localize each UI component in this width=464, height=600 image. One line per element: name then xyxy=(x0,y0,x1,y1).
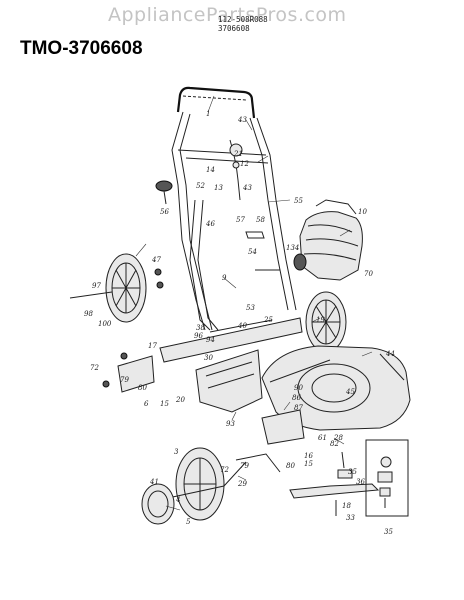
part-number-label: 97 xyxy=(92,282,101,290)
part-number-label: 94 xyxy=(206,336,215,344)
front-wheel xyxy=(167,447,247,521)
part-number-label: 100 xyxy=(98,320,112,328)
part-number-label: 72 xyxy=(220,466,229,474)
part-number-label: 15 xyxy=(160,400,169,408)
discharge-shield xyxy=(195,349,263,413)
part-number-label: 17 xyxy=(148,342,157,350)
part-number-label: 28 xyxy=(333,434,343,442)
part-number-label: 70 xyxy=(364,270,373,278)
lower-handle xyxy=(189,199,280,331)
part-number-label: 44 xyxy=(385,350,395,358)
part-number-label: 19 xyxy=(316,316,325,324)
part-number-label: 29 xyxy=(237,480,247,488)
part-number-label: 35 xyxy=(384,528,393,536)
part-number-label: 87 xyxy=(294,404,303,412)
part-number-label: 1 xyxy=(206,110,210,118)
part-number-label: 58 xyxy=(256,216,265,224)
part-number-label: 20 xyxy=(175,396,185,404)
part-number-label: 56 xyxy=(160,208,169,216)
part-number-label: 86 xyxy=(292,394,301,402)
part-number-label: 53 xyxy=(246,304,255,312)
part-number-label: 21 xyxy=(233,150,243,158)
part-number-label: 55 xyxy=(294,197,303,205)
diagram-codes: 112-508R088 3706608 xyxy=(218,15,268,33)
rear-wheel-right xyxy=(305,291,347,353)
part-number-label: 25 xyxy=(263,316,273,324)
parts-inset-box xyxy=(365,439,409,517)
part-number-label: 33 xyxy=(346,514,355,522)
part-number-label: 61 xyxy=(318,434,327,442)
rear-wheel-left xyxy=(69,253,164,323)
control-cable xyxy=(229,139,243,201)
part-number-label: 47 xyxy=(151,256,161,264)
part-number-label: 35 xyxy=(348,468,357,476)
part-number-label: 10 xyxy=(358,208,367,216)
model-number-title: TMO-3706608 xyxy=(20,38,143,59)
part-number-label: 80 xyxy=(286,462,295,470)
part-number-label: 79 xyxy=(120,376,129,384)
axle-bracket xyxy=(159,317,303,363)
part-number-label: 30 xyxy=(204,354,213,362)
baffle-bracket xyxy=(235,409,305,473)
part-number-label: 5 xyxy=(186,518,191,526)
part-number-label: 72 xyxy=(90,364,99,372)
part-number-label: 41 xyxy=(149,478,159,486)
part-number-label: 6 xyxy=(144,400,149,408)
diagram-code: 3706608 xyxy=(218,24,250,33)
part-number-label: 16 xyxy=(304,452,313,460)
height-adjuster-left xyxy=(102,352,155,393)
part-number-label: 57 xyxy=(236,216,245,224)
part-number-label: 43 xyxy=(242,184,252,192)
part-number-label: 52 xyxy=(196,182,205,190)
part-number-label: 36 xyxy=(356,478,365,486)
part-number-label: 38 xyxy=(196,324,205,332)
part-number-label: 134 xyxy=(286,244,299,252)
part-number-label: 4 xyxy=(175,496,180,504)
part-number-label: 82 xyxy=(330,440,339,448)
part-number-label: 46 xyxy=(205,220,215,228)
handle-knob xyxy=(155,180,173,205)
leader-lines xyxy=(135,95,373,511)
part-number-label: 12 xyxy=(240,160,249,168)
part-number-label: 45 xyxy=(345,388,355,396)
handle-grip xyxy=(176,86,256,119)
part-number-label: 90 xyxy=(294,384,303,392)
part-number-label: 98 xyxy=(84,310,93,318)
part-number-label: 40 xyxy=(237,322,247,330)
part-number-label: 79 xyxy=(240,462,249,470)
part-number-label: 96 xyxy=(194,332,203,340)
part-number-label: 14 xyxy=(206,166,215,174)
diagram-code: 112-508R088 xyxy=(218,15,268,24)
mower-deck xyxy=(261,345,411,431)
watermark-text: AppliancePartsPros.com xyxy=(108,4,347,26)
part-number-label: 9 xyxy=(222,274,227,282)
engine xyxy=(293,199,363,281)
part-number-label: 93 xyxy=(226,420,235,428)
part-number-label: 15 xyxy=(304,460,313,468)
part-number-label: 43 xyxy=(237,116,247,124)
blade-assembly xyxy=(289,451,380,516)
part-number-label: 18 xyxy=(342,502,351,510)
part-number-label: 3 xyxy=(174,448,179,456)
part-number-label: 54 xyxy=(248,248,257,256)
part-number-label: 80 xyxy=(138,384,147,392)
part-number-label: 13 xyxy=(214,184,223,192)
hubcap xyxy=(141,483,175,525)
